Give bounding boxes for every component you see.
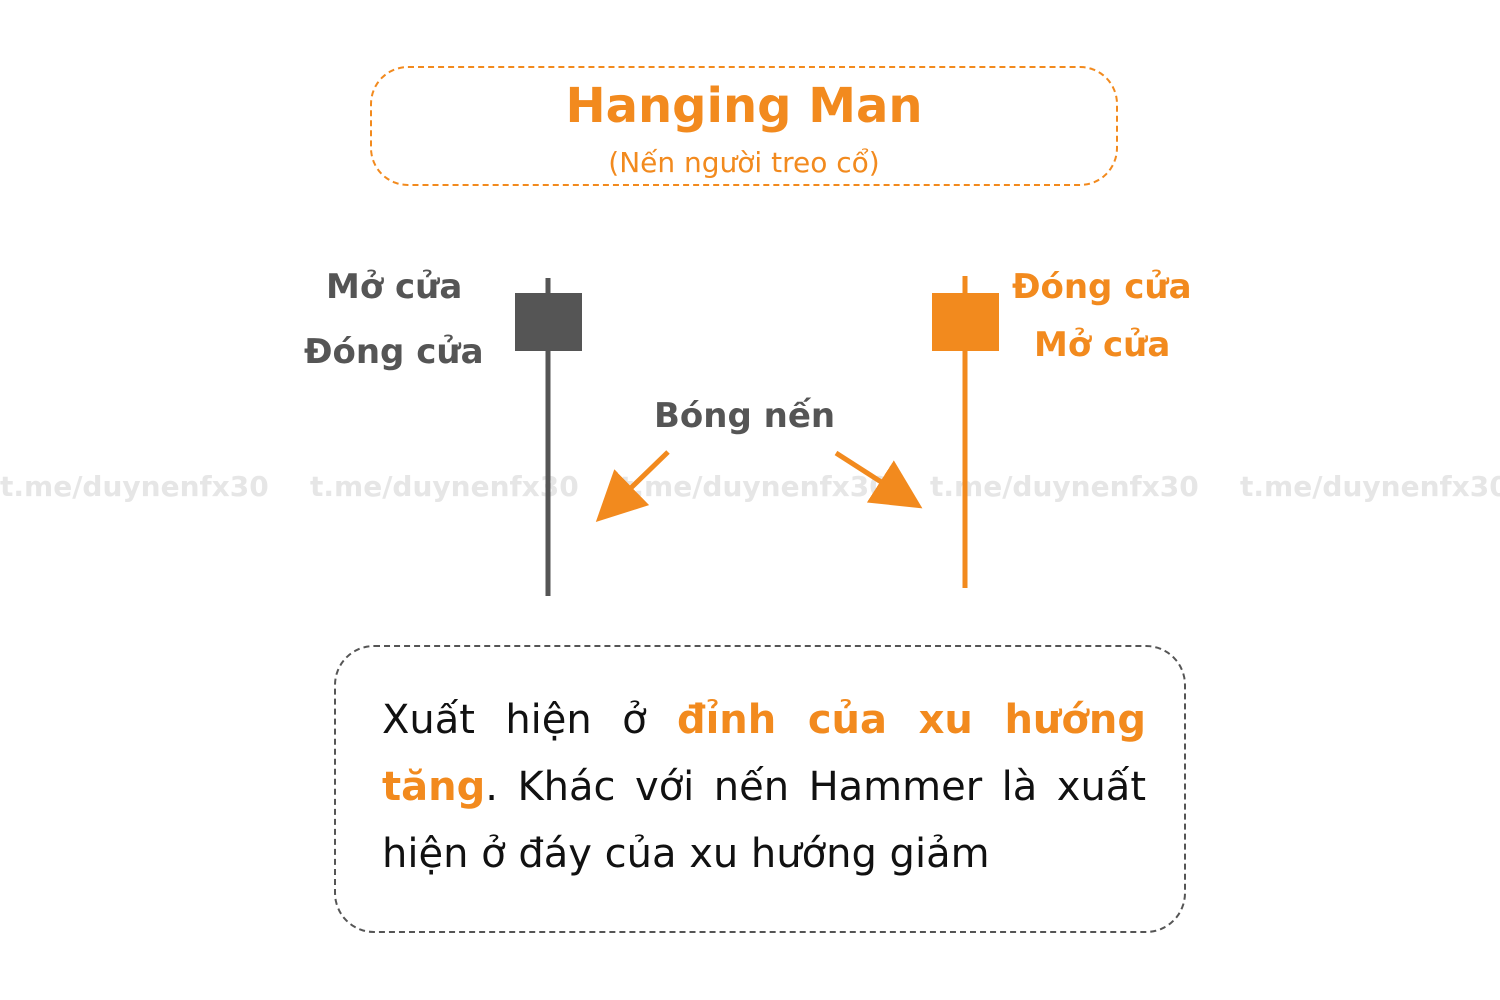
- diagram-title: Hanging Man: [565, 78, 923, 134]
- description-box: Xuất hiện ở đỉnh của xu hướng tăng. Khác…: [334, 645, 1186, 933]
- left-candle-body: [515, 293, 582, 351]
- left-open-label: Mở cửa: [326, 267, 463, 307]
- watermark-text: t.me/duynenfx30: [620, 470, 889, 503]
- right-candle: [932, 276, 999, 588]
- right-candle-body: [932, 293, 999, 351]
- description-part1: Xuất hiện ở: [382, 697, 677, 743]
- description-text: Xuất hiện ở đỉnh của xu hướng tăng. Khác…: [382, 687, 1146, 888]
- diagram-subtitle: (Nến người treo cổ): [608, 146, 880, 179]
- watermark-text: t.me/duynenfx30: [0, 470, 269, 503]
- left-close-label: Đóng cửa: [304, 332, 484, 372]
- right-close-label: Đóng cửa: [1012, 267, 1192, 307]
- right-open-label: Mở cửa: [1034, 325, 1171, 365]
- title-box: Hanging Man (Nến người treo cổ): [370, 66, 1118, 186]
- description-highlight: đỉnh của xu hướng tăng: [382, 697, 1146, 810]
- watermark-text: t.me/duynenfx30: [930, 470, 1199, 503]
- right-shadow-arrow: [834, 450, 923, 509]
- watermark-text: t.me/duynenfx30: [1240, 470, 1500, 503]
- left-shadow-arrow: [595, 450, 670, 522]
- watermark-text: t.me/duynenfx30: [310, 470, 579, 503]
- shadow-label: Bóng nến: [654, 396, 836, 436]
- left-candle: [515, 278, 582, 596]
- description-part2: . Khác với nến Hammer là xuất hiện ở đáy…: [382, 764, 1146, 877]
